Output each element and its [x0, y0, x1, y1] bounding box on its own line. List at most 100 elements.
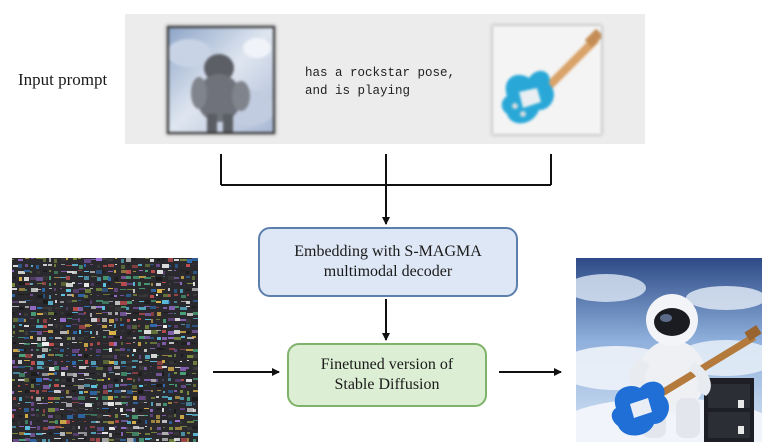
noise-speck: [90, 391, 97, 395]
noise-speck: [144, 415, 148, 416]
noise-speck: [30, 427, 36, 428]
noise-speck: [42, 337, 46, 341]
noise-speck: [180, 397, 184, 400]
noise-speck: [25, 300, 30, 301]
noise-speck: [12, 420, 15, 422]
noise-speck: [12, 312, 15, 315]
noise-speck: [174, 361, 176, 363]
noise-speck: [31, 396, 33, 399]
noise-speck: [187, 427, 193, 430]
noise-speck: [192, 336, 196, 338]
noise-speck: [162, 355, 169, 356]
noise-speck: [30, 421, 32, 425]
noise-speck: [25, 426, 30, 430]
noise-speck: [109, 319, 114, 323]
noise-speck: [181, 438, 187, 442]
noise-speck: [181, 276, 184, 279]
noise-speck: [72, 294, 74, 297]
noise-speck: [127, 373, 131, 374]
noise-speck: [49, 295, 51, 299]
noise-speck: [181, 379, 184, 381]
noise-speck: [156, 325, 162, 326]
noise-speck: [175, 427, 182, 430]
noise-speck: [181, 295, 186, 298]
noise-speck: [181, 265, 183, 266]
noise-speck: [90, 426, 95, 428]
noise-speck: [138, 433, 141, 434]
noise-speck: [54, 259, 57, 263]
noise-speck: [103, 402, 110, 405]
noise-speck: [60, 432, 65, 436]
noise-speck: [49, 384, 51, 387]
noise-speck: [144, 289, 146, 290]
noise-speck: [121, 270, 128, 273]
noise-speck: [114, 390, 121, 393]
noise-speck: [187, 432, 190, 434]
noise-speck: [12, 336, 14, 337]
noise-speck: [43, 420, 48, 422]
noise-speck: [79, 391, 83, 394]
noise-speck: [151, 300, 156, 302]
noise-speck: [180, 319, 186, 321]
noise-speck: [48, 408, 55, 412]
noise-speck: [25, 289, 27, 291]
noise-speck: [174, 259, 179, 261]
noise-speck: [150, 342, 157, 344]
noise-speck: [162, 379, 164, 381]
noise-speck: [96, 288, 102, 291]
noise-speck: [163, 325, 167, 328]
noise-speck: [42, 282, 46, 285]
noise-speck: [162, 366, 167, 368]
noise-speck: [42, 307, 49, 309]
noise-speck: [186, 373, 188, 376]
noise-speck: [157, 289, 162, 293]
noise-speck: [72, 300, 77, 302]
noise-speck: [84, 414, 91, 415]
noise-speck: [25, 294, 30, 295]
noise-speck: [18, 403, 20, 404]
noise-speck: [60, 439, 62, 441]
noise-speck: [187, 438, 189, 442]
noise-speck: [145, 397, 147, 401]
noise-speck: [18, 415, 23, 417]
noise-speck: [138, 264, 142, 266]
noise-speck: [78, 283, 82, 284]
noise-speck: [181, 342, 187, 345]
noise-speck: [49, 349, 51, 351]
noise-speck: [60, 427, 64, 428]
noise-speck: [169, 439, 176, 442]
noise-speck: [36, 265, 39, 269]
noise-speck: [12, 379, 15, 381]
noise-speck: [13, 331, 15, 334]
noise-speck: [67, 343, 69, 345]
noise-speck: [48, 324, 53, 326]
noise-speck: [55, 415, 61, 419]
noise-speck: [133, 337, 136, 339]
noise-speck: [132, 415, 138, 419]
noise-speck: [67, 426, 69, 427]
noise-speck: [193, 390, 198, 392]
noise-speck: [180, 307, 187, 310]
noise-speck: [139, 438, 144, 442]
noise-speck: [127, 361, 132, 363]
noise-speck: [186, 414, 192, 415]
noise-speck: [132, 408, 135, 412]
noise-speck: [126, 270, 131, 274]
noise-speck: [91, 432, 96, 434]
noise-speck: [102, 325, 107, 328]
noise-speck: [127, 337, 133, 339]
noise-speck: [181, 354, 183, 357]
noise-speck: [102, 408, 109, 409]
noise-speck: [181, 403, 185, 404]
noise-speck: [48, 312, 54, 315]
noise-speck: [36, 289, 41, 290]
noise-speck: [157, 355, 159, 356]
noise-speck: [91, 361, 96, 365]
noise-speck: [163, 384, 165, 387]
noise-speck: [150, 324, 157, 327]
noise-speck: [37, 343, 44, 347]
noise-speck: [84, 373, 89, 376]
noise-speck: [55, 294, 57, 295]
noise-speck: [79, 288, 86, 290]
noise-speck: [144, 379, 151, 381]
